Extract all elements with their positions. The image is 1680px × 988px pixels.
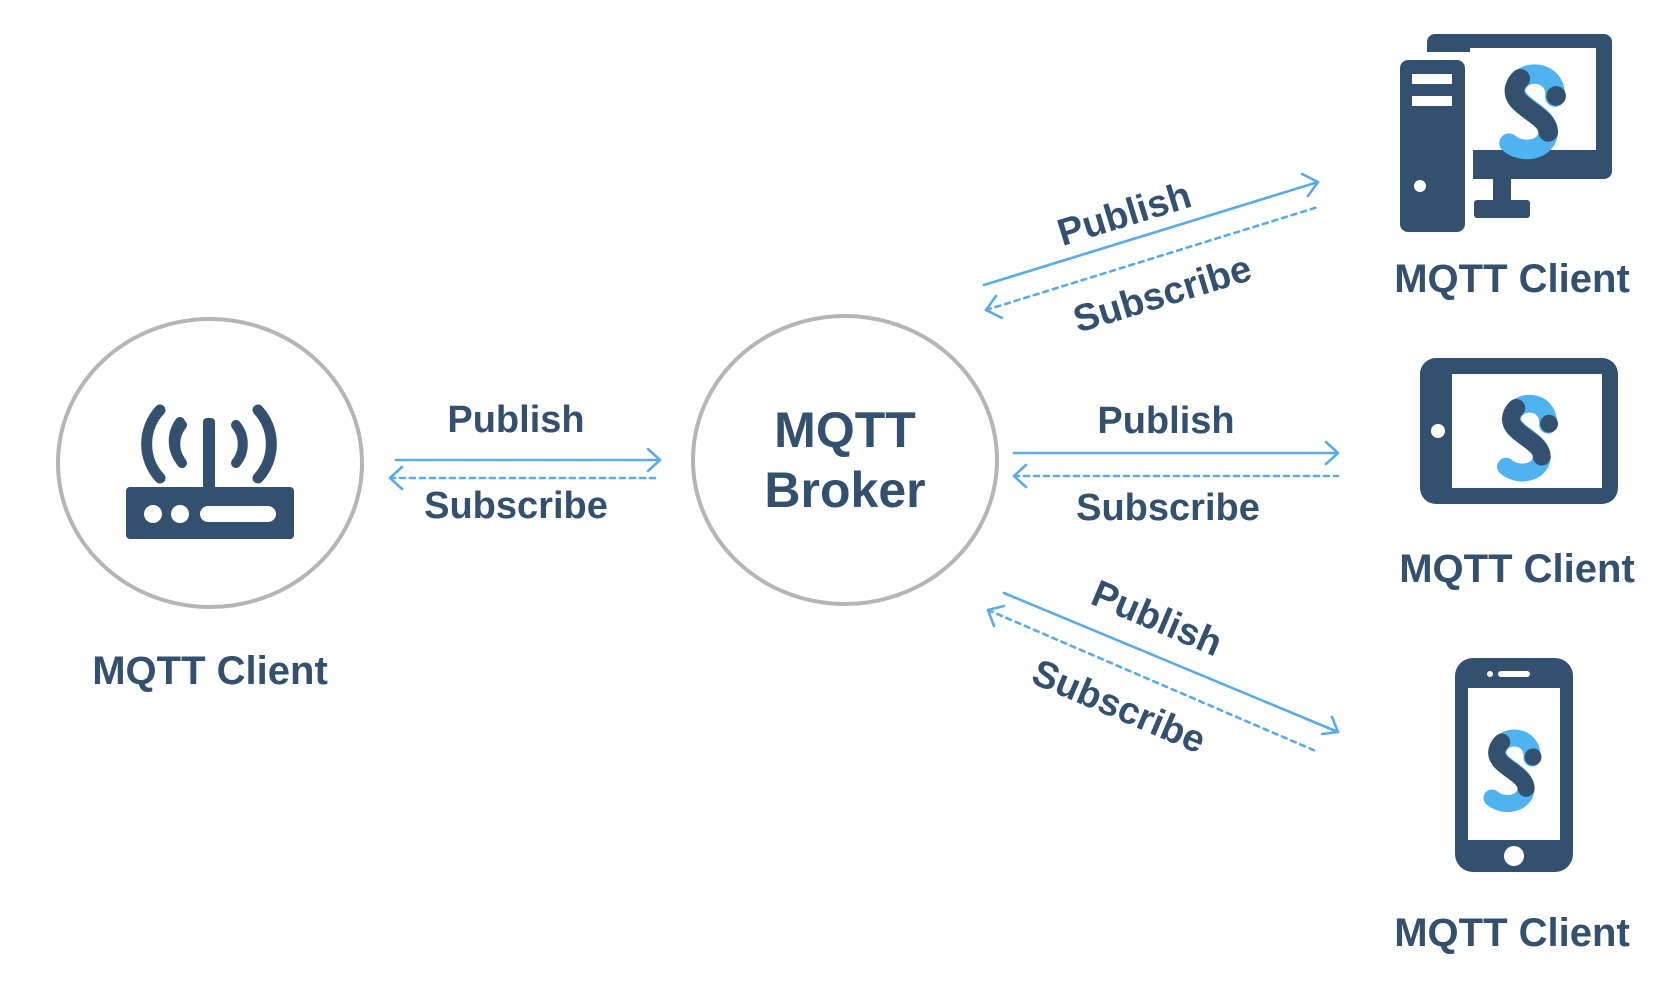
broker-circle: [691, 314, 999, 606]
desktop-subscribe-arrow: [984, 205, 1320, 320]
desktop-client-label: MQTT Client: [1394, 257, 1630, 301]
router-subscribe-arrow: [388, 465, 662, 491]
phone-client: MQTT Client: [1394, 658, 1630, 955]
broker-label-line2: Broker: [764, 462, 925, 518]
tablet-publish-arrow: [1012, 440, 1340, 466]
tablet-client: MQTT Client: [1399, 358, 1635, 591]
router-icon: [126, 404, 294, 539]
phone-publish-arrow: [1002, 591, 1340, 736]
tablet-subscribe-label: Subscribe: [1076, 487, 1260, 529]
tablet-icon: [1420, 358, 1618, 504]
phone-client-label: MQTT Client: [1394, 911, 1630, 955]
router-publish-label: Publish: [447, 399, 584, 441]
tablet-link: Publish Subscribe: [1012, 400, 1340, 529]
router-client-label: MQTT Client: [92, 649, 328, 693]
phone-link: Publish Subscribe: [986, 573, 1340, 762]
desktop-computer-icon: [1393, 34, 1612, 236]
phone-subscribe-arrow: [986, 604, 1320, 754]
router-publish-arrow: [394, 447, 662, 473]
broker-label-line1: MQTT: [774, 402, 916, 458]
router-link: Publish Subscribe: [388, 399, 662, 527]
smartphone-icon: [1455, 658, 1573, 872]
tablet-client-label: MQTT Client: [1399, 547, 1635, 591]
desktop-link: Publish Subscribe: [982, 172, 1320, 342]
desktop-publish-arrow: [982, 172, 1320, 287]
tablet-publish-label: Publish: [1097, 400, 1234, 442]
desktop-client: MQTT Client: [1393, 34, 1630, 301]
broker: MQTT Broker: [691, 314, 999, 606]
router-client: MQTT Client: [56, 317, 364, 693]
router-subscribe-label: Subscribe: [424, 485, 608, 527]
tablet-subscribe-arrow: [1012, 463, 1340, 489]
desktop-subscribe-label: Subscribe: [1068, 248, 1256, 342]
phone-publish-label: Publish: [1085, 573, 1228, 665]
